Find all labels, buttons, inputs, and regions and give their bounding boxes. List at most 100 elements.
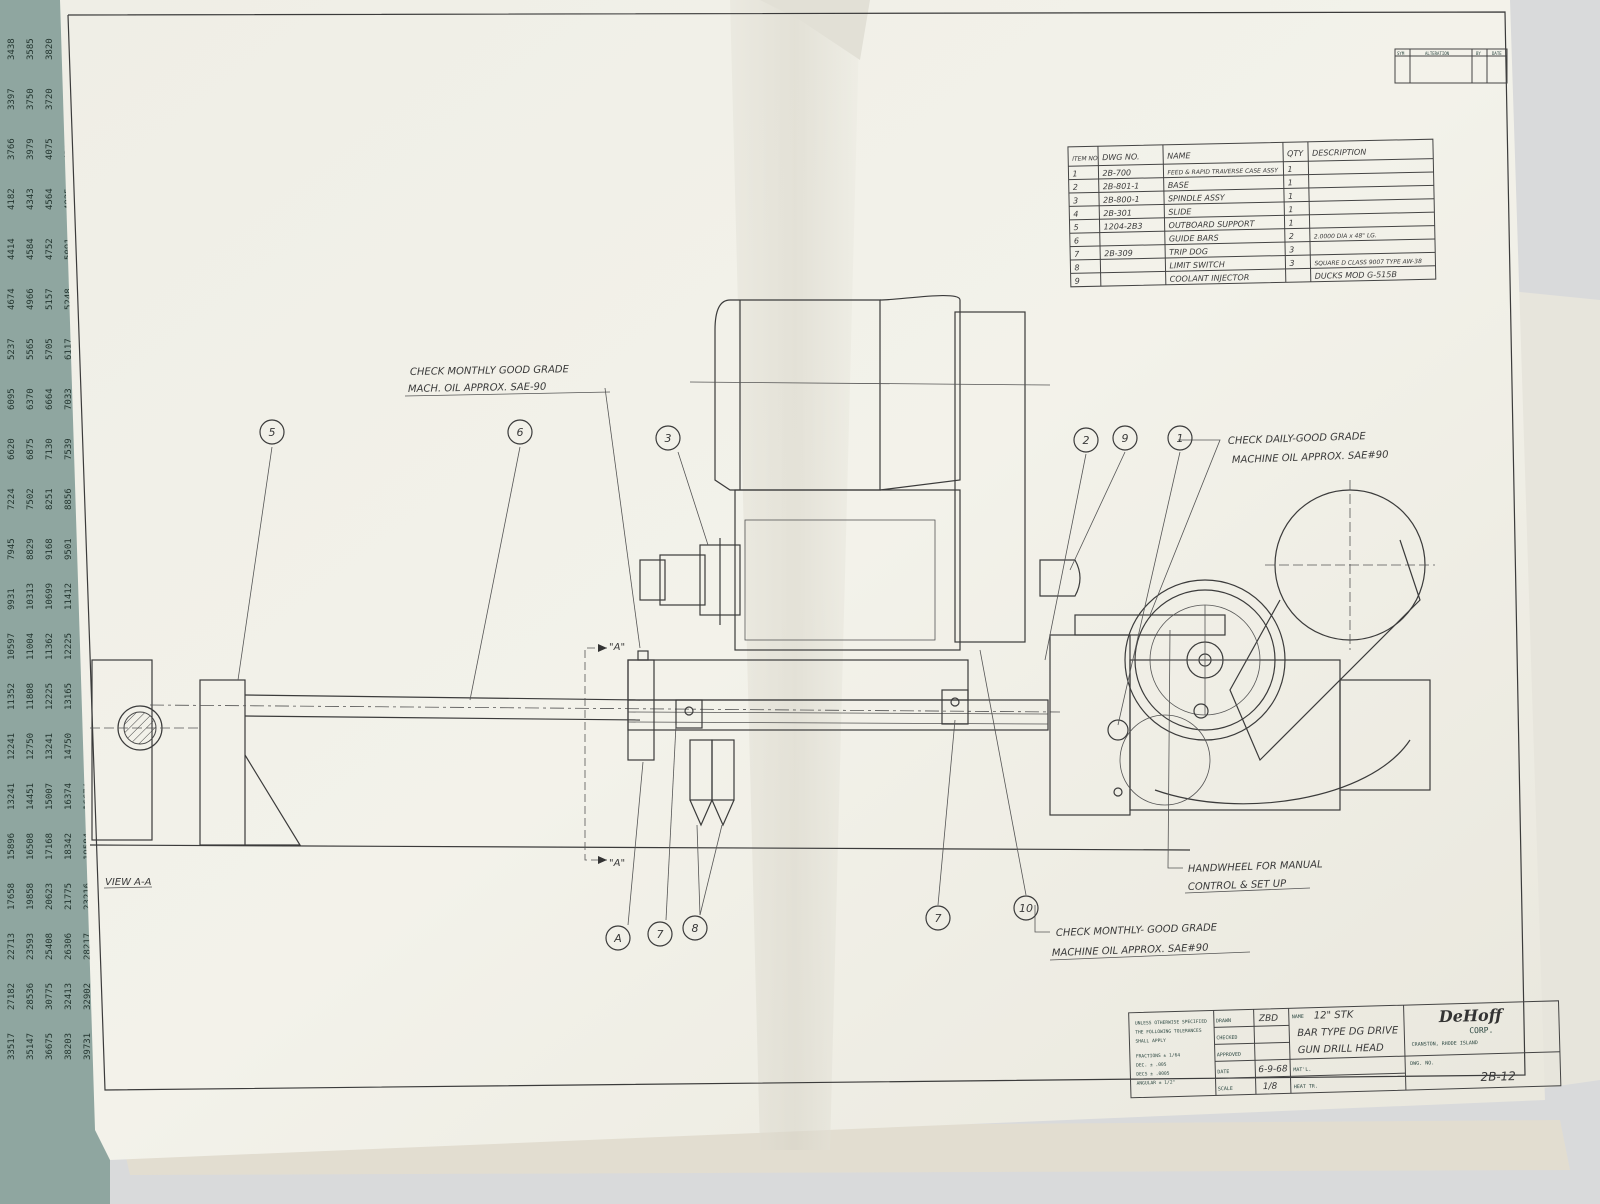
bom-cell-qty: 2 [1289, 232, 1294, 241]
bom-cell-name: GUIDE BARS [1169, 233, 1219, 243]
book-number: 3397 [7, 88, 17, 110]
book-number: 27182 [7, 983, 17, 1010]
checked-label: CHECKED [1216, 1035, 1237, 1042]
balloon-circle [507, 419, 533, 445]
book-number: 8251 [45, 488, 55, 510]
balloon-label: 7 [935, 912, 942, 925]
book-number: 32902 [83, 983, 93, 1010]
rev-header-alteration: ALTERATION [1425, 51, 1450, 56]
bom-cell-qty: 3 [1289, 245, 1294, 254]
company-logo: DeHoff [1438, 1005, 1505, 1026]
book-number: 3979 [26, 138, 36, 160]
rev-header-by: BY [1476, 51, 1481, 56]
balloon-circle [925, 905, 951, 931]
book-number: 30775 [45, 983, 55, 1010]
book-number: 21775 [64, 883, 74, 910]
bom-cell-dwg: 1204-2B3 [1104, 222, 1143, 232]
book-number: 9168 [45, 538, 55, 560]
balloon-label: 3 [665, 432, 672, 445]
book-number: 14750 [64, 733, 74, 760]
book-number: 3720 [45, 88, 55, 110]
book-number: 5248 [64, 288, 74, 310]
note-handwheel-2: CONTROL & SET UP [1188, 879, 1288, 893]
book-number: 7033 [64, 388, 74, 410]
revision-block: SYM ALTERATION BY DATE [1394, 48, 1508, 84]
book-number: 8856 [64, 488, 74, 510]
bom-cell-name: LIMIT SWITCH [1169, 260, 1225, 270]
company-location: CRANSTON, RHODE ISLAND [1412, 1040, 1478, 1048]
bom-cell-desc: DUCKS MOD G-515B [1315, 270, 1397, 281]
book-number: 15896 [7, 833, 17, 860]
book-number: 5705 [45, 338, 55, 360]
bom-cell-item: 7 [1074, 250, 1080, 259]
bom-cell-dwg: 2B-800-1 [1103, 195, 1140, 205]
tolerance-line: UNLESS OTHERWISE SPECIFIED [1135, 1019, 1207, 1027]
balloon-circle [1013, 895, 1039, 921]
book-number: 12225 [45, 683, 55, 710]
book-number: 25408 [45, 933, 55, 960]
bom-cell-qty: 1 [1288, 178, 1293, 187]
bom-cell-qty: 1 [1288, 192, 1293, 201]
drawn-label: DRAWN [1216, 1018, 1231, 1024]
book-number: 4075 [45, 138, 55, 160]
balloon-label: 2 [1083, 434, 1090, 447]
book-number: 18342 [64, 833, 74, 860]
book-number: 3438 [7, 38, 17, 60]
book-number: 17658 [7, 883, 17, 910]
book-number: 4584 [26, 238, 36, 260]
book-number: 38203 [64, 1033, 74, 1060]
bom-header: DESCRIPTION [1312, 148, 1366, 158]
note-oil-daily-1: CHECK DAILY-GOOD GRADE [1228, 431, 1367, 447]
balloon-label: 8 [692, 922, 699, 935]
balloon-circle [647, 921, 673, 947]
book-number: 10313 [26, 583, 36, 610]
tolerance-line: ANGULAR ± 1/2° [1137, 1080, 1176, 1087]
book-number: 7130 [45, 438, 55, 460]
book-number: 10699 [45, 583, 55, 610]
tolerance-line: DEC. ± .005 [1136, 1062, 1167, 1069]
book-number: 4182 [7, 188, 17, 210]
book-number: 12241 [7, 733, 17, 760]
bom-cell-desc: SQUARE D CLASS 9007 TYPE AW-38 [1314, 258, 1422, 267]
book-number: 26306 [64, 933, 74, 960]
balloon-circle [259, 419, 285, 445]
date-value: 6-9-68 [1258, 1064, 1288, 1075]
tolerance-line: FRACTIONS ± 1/64 [1136, 1052, 1181, 1059]
book-number: 22713 [7, 933, 17, 960]
book-number: 11412 [64, 583, 74, 610]
bom-header: DWG NO. [1102, 152, 1139, 162]
bom-cell-name: TRIP DOG [1169, 247, 1208, 257]
balloon-circle [1112, 425, 1138, 451]
book-number: 13241 [45, 733, 55, 760]
name-line-2: BAR TYPE DG DRIVE [1297, 1025, 1399, 1039]
balloon-label: 10 [1019, 902, 1033, 915]
book-number: 11808 [26, 683, 36, 710]
balloon-label: A [613, 932, 622, 945]
book-number: 5157 [45, 288, 55, 310]
bom-cell-name: OUTBOARD SUPPORT [1169, 219, 1256, 230]
book-number: 6664 [45, 388, 55, 410]
book-number: 14451 [26, 783, 36, 810]
book-number: 9931 [7, 588, 17, 610]
book-number: 17168 [45, 833, 55, 860]
balloon-circle [605, 925, 631, 951]
book-number: 13165 [64, 683, 74, 710]
book-number: 13241 [7, 783, 17, 810]
book-number: 7539 [64, 438, 74, 460]
balloon-label: 1 [1177, 432, 1184, 445]
flap [760, 0, 870, 60]
balloon-circle [655, 425, 681, 451]
section-marker-top: "A" [609, 642, 625, 653]
book-number: 4966 [26, 288, 36, 310]
book-number: 9501 [64, 538, 74, 560]
book-number: 7502 [26, 488, 36, 510]
bom-header: ITEM NO. [1072, 155, 1099, 163]
bom-cell-name: BASE [1168, 180, 1190, 189]
bom-cell-desc: 2.0000 DIA x 48" LG. [1314, 232, 1377, 240]
drawing-border [67, 11, 1526, 1091]
book-number: 19858 [26, 883, 36, 910]
book-number: 33517 [7, 1033, 17, 1060]
